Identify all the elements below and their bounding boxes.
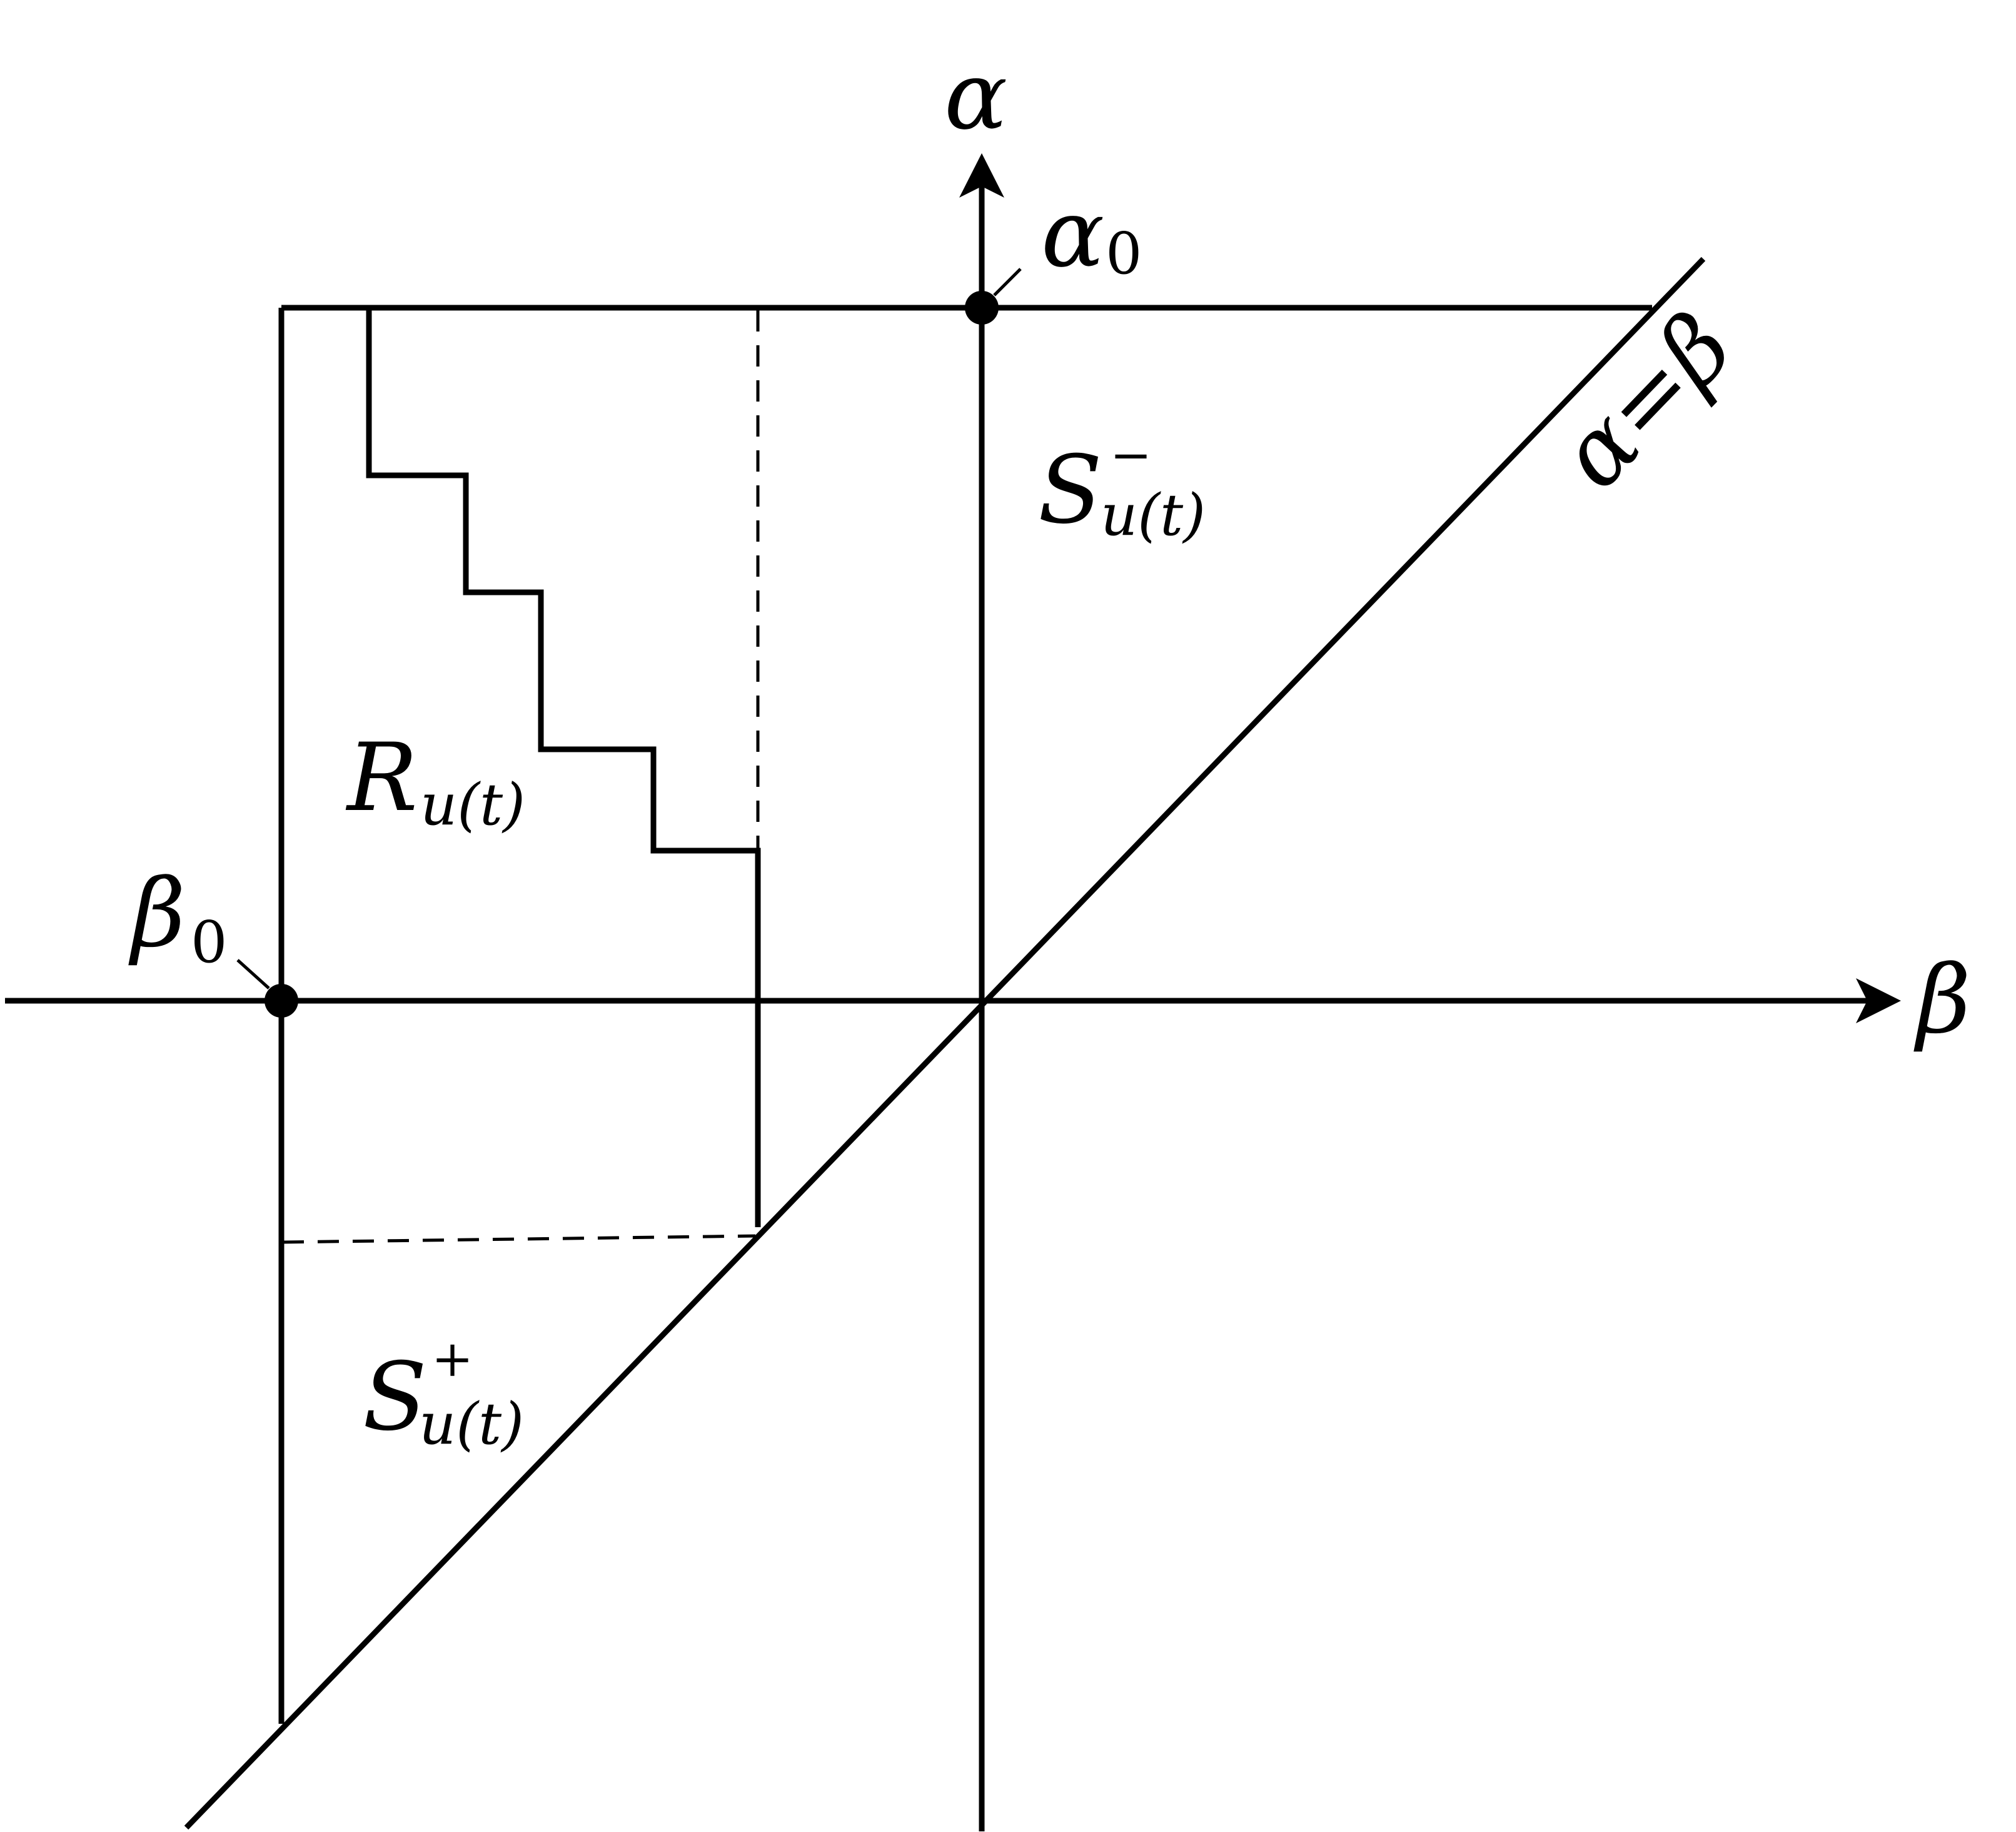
staircase-interface (366, 308, 761, 1227)
beta0-label: β (128, 859, 186, 968)
alpha0-label: α (1041, 180, 1104, 288)
alpha0-subscript: 0 (1106, 220, 1142, 287)
dashed-horizontal-line (282, 1234, 756, 1244)
alpha0-point (965, 291, 999, 325)
r-region-label: R (345, 724, 418, 832)
beta-axis-label: β (1913, 946, 1971, 1055)
s-minus-subscript: u(t) (1101, 482, 1206, 549)
beta-axis-arrowhead (1856, 978, 1901, 1023)
s-plus-superscript: + (431, 1330, 473, 1388)
diagonal-label: α=β (1539, 293, 1753, 510)
s-plus-label: S (363, 1343, 427, 1452)
alpha-axis-label: α (944, 42, 1007, 151)
beta0-point (265, 984, 298, 1018)
beta0-leader (236, 959, 270, 989)
r-region-subscript: u(t) (420, 771, 525, 838)
s-plus-subscript: u(t) (419, 1390, 524, 1457)
beta0-subscript: 0 (191, 909, 228, 976)
alpha-axis-arrowhead (959, 153, 1004, 198)
diagonal-line (184, 256, 1706, 1830)
alpha0-leader (993, 268, 1022, 296)
s-minus-label: S (1038, 436, 1102, 545)
s-minus-superscript: − (1110, 426, 1152, 484)
